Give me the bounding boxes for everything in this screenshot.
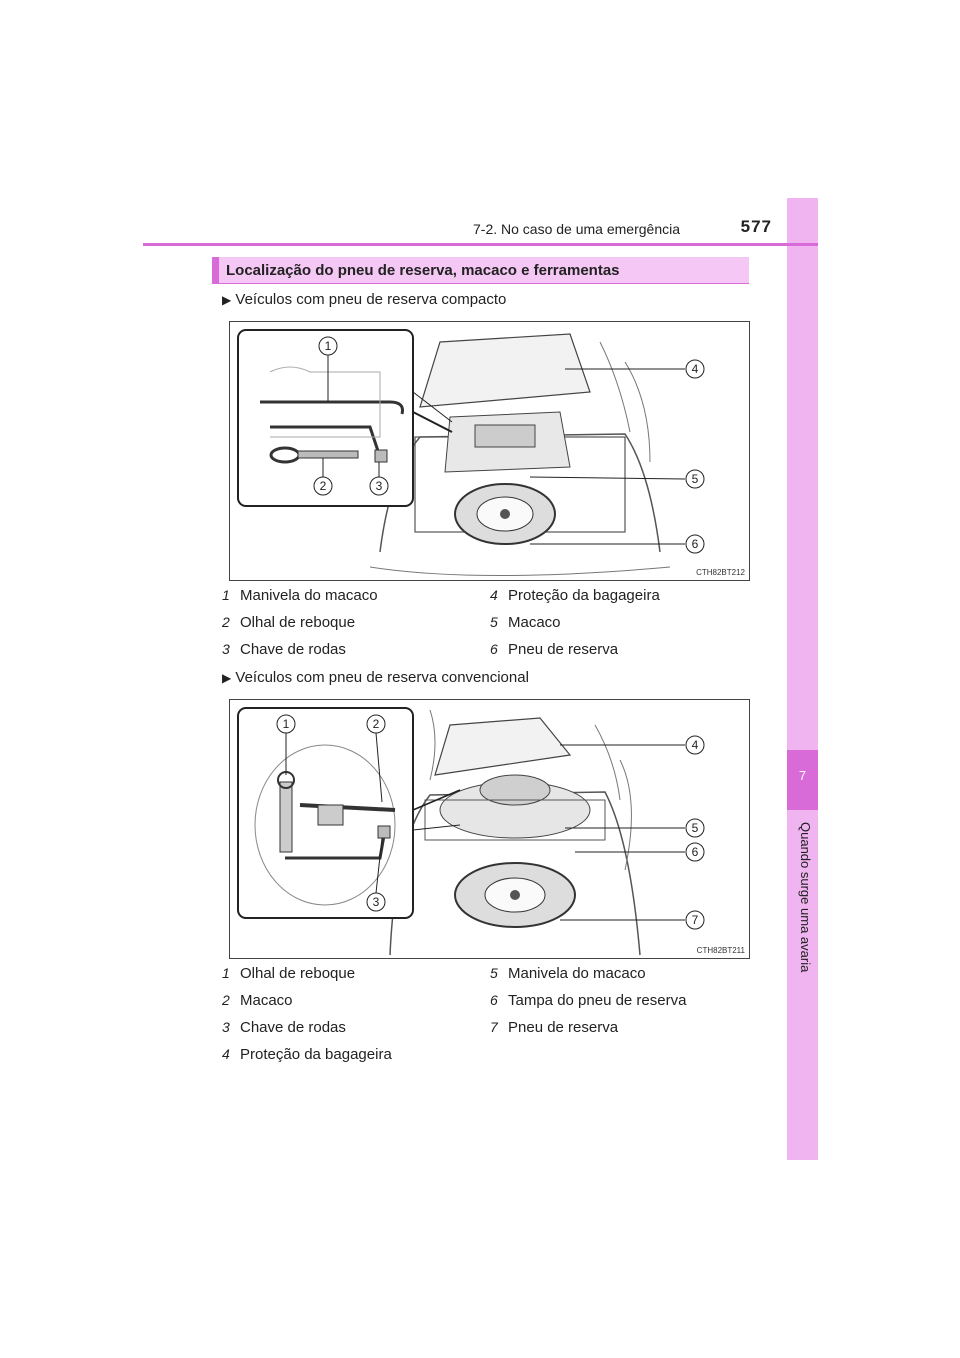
- figure-code: CTH82BT211: [696, 946, 745, 955]
- callout-7: 7: [692, 913, 699, 927]
- callout-3: 3: [373, 895, 380, 909]
- callout-6: 6: [692, 537, 699, 551]
- page-number: 577: [740, 217, 772, 236]
- section-title-bar: [212, 257, 749, 284]
- chapter-title: Quando surge uma avaria: [798, 822, 813, 973]
- compact-subtitle-text: Veículos com pneu de reserva compacto: [235, 291, 507, 308]
- callout-5: 5: [692, 472, 699, 486]
- compact-illustration: 1 2 3 4 5 6: [237, 329, 705, 576]
- conventional-subtitle: ▶ Veículos com pneu de reserva convencio…: [222, 669, 529, 686]
- callout-1: 1: [325, 339, 332, 353]
- callout-3: 3: [376, 479, 383, 493]
- section-title: Localização do pneu de reserva, macaco e…: [226, 262, 620, 279]
- callout-2: 2: [320, 479, 327, 493]
- chapter-marker: [787, 750, 818, 810]
- callout-5: 5: [692, 821, 699, 835]
- header-rule: [143, 243, 818, 246]
- triangle-right-icon: ▶: [222, 671, 232, 685]
- callout-1: 1: [283, 717, 290, 731]
- callout-4: 4: [692, 362, 699, 376]
- conventional-illustration: 1 2 3 4 5 6 7: [237, 707, 705, 956]
- header-section: 7-2. No caso de uma emergência: [473, 221, 680, 237]
- figure-code: CTH82BT212: [696, 568, 745, 577]
- conventional-figure: 1 2 3 4 5 6 7 CTH82BT211: [229, 699, 750, 959]
- compact-subtitle: ▶ Veículos com pneu de reserva compacto: [222, 291, 506, 308]
- chapter-title-wrap: Quando surge uma avaria: [793, 822, 813, 1152]
- callout-2: 2: [373, 717, 380, 731]
- callout-6: 6: [692, 845, 699, 859]
- triangle-right-icon: ▶: [222, 293, 232, 307]
- chapter-number: 7: [798, 768, 807, 783]
- side-tab: [787, 198, 818, 1160]
- callout-4: 4: [692, 738, 699, 752]
- compact-figure: 1 2 3 4 5 6 CTH82BT212: [229, 321, 750, 581]
- conventional-subtitle-text: Veículos com pneu de reserva convenciona…: [235, 669, 529, 686]
